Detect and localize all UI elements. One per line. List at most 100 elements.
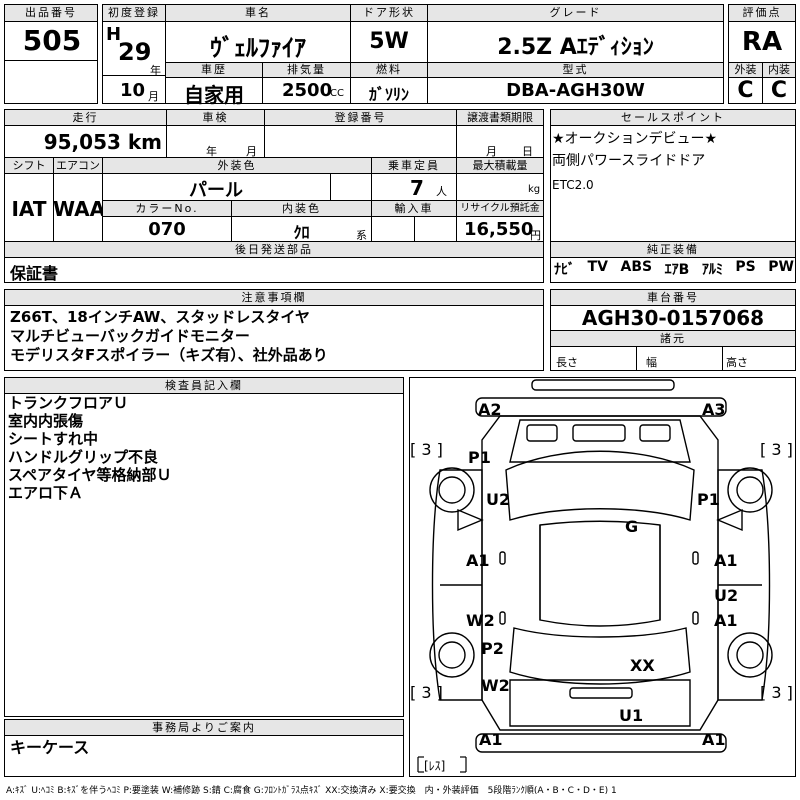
equipment-list: ﾅﾋﾞ TV ABS ｴｱB ｱﾙﾐ PS PW xyxy=(554,259,794,279)
interior-cell xyxy=(762,77,796,104)
tire-front-left: [ 3 ] xyxy=(410,440,443,459)
tire-front-right: [ 3 ] xyxy=(760,440,793,459)
exterior-grade: C xyxy=(737,78,754,103)
era: H xyxy=(106,24,122,45)
inspection-year: 年 xyxy=(206,145,217,158)
door-type: 5W xyxy=(369,29,409,54)
left-side xyxy=(431,469,483,701)
int-color-unit: 系 xyxy=(356,229,367,242)
capacity-unit: 人 xyxy=(436,185,447,198)
import-divider xyxy=(414,216,415,242)
door-label: ドア形状 xyxy=(350,4,428,22)
shift: IAT xyxy=(11,197,47,221)
inspector-label: 検査員記入欄 xyxy=(4,377,404,394)
lot-label: 出品番号 xyxy=(4,4,98,22)
wheel-rear-left xyxy=(429,632,475,678)
notes-line-2: マルチビューバックガイドモニター xyxy=(10,327,250,345)
color-no: 070 xyxy=(148,219,186,240)
equipment-label: 純正装備 xyxy=(550,241,796,258)
legend: A:ｷｽﾞ U:ﾍｺﾐ B:ｷｽﾞを伴うﾍｺﾐ P:要塗装 W:補修跡 S:錆 … xyxy=(6,786,617,796)
damage-mark-a1-right: A1 xyxy=(714,551,738,570)
wheel-rear-right xyxy=(727,632,773,678)
displacement-unit: CC xyxy=(330,88,344,99)
front-bumper xyxy=(475,397,727,417)
body-outline xyxy=(481,415,719,731)
spec-divider-1 xyxy=(636,346,637,371)
equipment-item: PS xyxy=(735,259,756,275)
damage-mark-p1-right: P1 xyxy=(697,490,720,509)
month-unit: 月 xyxy=(148,90,159,103)
damage-mark-u2-left: U2 xyxy=(486,490,511,509)
damage-mark-p2: P2 xyxy=(481,639,504,658)
sales-line-3: ETC2.0 xyxy=(552,178,594,192)
mileage-label: 走行 xyxy=(4,109,167,126)
recycle-label: リサイクル預託金 xyxy=(456,200,544,217)
damage-mark-a1-left: A1 xyxy=(466,551,490,570)
spec-divider-2 xyxy=(722,346,723,371)
damage-mark-u2-right: U2 xyxy=(714,586,739,605)
damage-mark-xx: XX xyxy=(630,656,655,675)
sales-line-1: ★オークションデビュー★ xyxy=(552,131,718,147)
history: 自家用 xyxy=(184,83,244,107)
wheel-front-right xyxy=(727,467,773,513)
model-label: 型式 xyxy=(427,62,724,78)
damage-mark-a1-right-2: A1 xyxy=(714,611,738,630)
spec-length: 長さ xyxy=(556,356,578,369)
model-cell xyxy=(427,77,724,104)
transfer-day: 日 xyxy=(522,145,533,158)
fuel: ｶﾞｿﾘﾝ xyxy=(368,85,409,104)
front-bumper-top xyxy=(531,379,675,391)
reg-month: 10 xyxy=(120,80,146,101)
later-cell xyxy=(4,257,544,283)
later-label: 後日発送部品 xyxy=(4,241,544,258)
inspector-line-6: エアロ下Ａ xyxy=(8,484,84,502)
spec-height: 高さ xyxy=(726,356,748,369)
transfer-label: 譲渡書類期限 xyxy=(456,109,544,126)
grade: 2.5Z Aｴﾃﾞｨｼｮﾝ xyxy=(497,35,654,60)
damage-mark-u1: U1 xyxy=(619,706,644,725)
spec-width: 幅 xyxy=(646,356,657,369)
office-cell xyxy=(4,735,404,777)
car-diagram-frame xyxy=(409,377,796,777)
inspector-line-1: トランクフロアＵ xyxy=(8,394,129,412)
color-divider xyxy=(330,173,331,201)
reg-divider xyxy=(102,75,166,76)
car-name: ｳﾞｪﾙﾌｧｲｱ xyxy=(210,34,306,62)
ac: WAA xyxy=(53,197,106,221)
notes-cell xyxy=(4,305,544,371)
damage-mark-p1-left: P1 xyxy=(468,448,491,467)
reg-year: 29 xyxy=(118,38,152,66)
tire-rear-left: [ 3 ] xyxy=(410,683,443,702)
capacity: 7 xyxy=(410,176,424,200)
inspector-line-3: シートすれ中 xyxy=(8,430,99,448)
regno-label: 登録番号 xyxy=(264,109,457,126)
rear-window xyxy=(509,627,691,685)
import-label: 輸入車 xyxy=(371,200,457,217)
sales-line-2: 両側パワースライドドア xyxy=(552,153,706,169)
tire-rear-right: [ 3 ] xyxy=(760,683,793,702)
recycle: 16,550 xyxy=(464,219,534,240)
equipment-item: TV xyxy=(587,259,608,275)
spec-label: 諸元 xyxy=(550,330,796,347)
history-label: 車歴 xyxy=(165,62,263,78)
notes-line-3: モデリスタFスポイラー（キズ有）、社外品あり xyxy=(10,346,328,364)
load-label: 最大積載量 xyxy=(456,157,544,174)
sales-label: セールスポイント xyxy=(550,109,796,126)
first-reg-label: 初度登録 xyxy=(102,4,166,22)
regno-cell xyxy=(264,125,457,158)
fuel-label: 燃料 xyxy=(350,62,428,78)
chassis-number: AGH30-0157068 xyxy=(581,306,765,330)
damage-mark-g: G xyxy=(625,517,639,536)
office-label: 事務局よりご案内 xyxy=(4,719,404,736)
spare-tire xyxy=(417,756,467,773)
mileage: 95,053 km xyxy=(43,130,162,154)
car-diagram xyxy=(417,379,773,773)
damage-mark-a1-rear-right: A1 xyxy=(702,730,726,749)
later-parts: 保証書 xyxy=(10,264,59,283)
chassis-label: 車台番号 xyxy=(550,289,796,306)
interior-grade: C xyxy=(770,78,788,103)
int-color: ｸﾛ xyxy=(293,223,310,242)
damage-mark-a2: A2 xyxy=(478,400,502,419)
equipment-item: ABS xyxy=(620,259,653,275)
right-side xyxy=(717,469,771,701)
